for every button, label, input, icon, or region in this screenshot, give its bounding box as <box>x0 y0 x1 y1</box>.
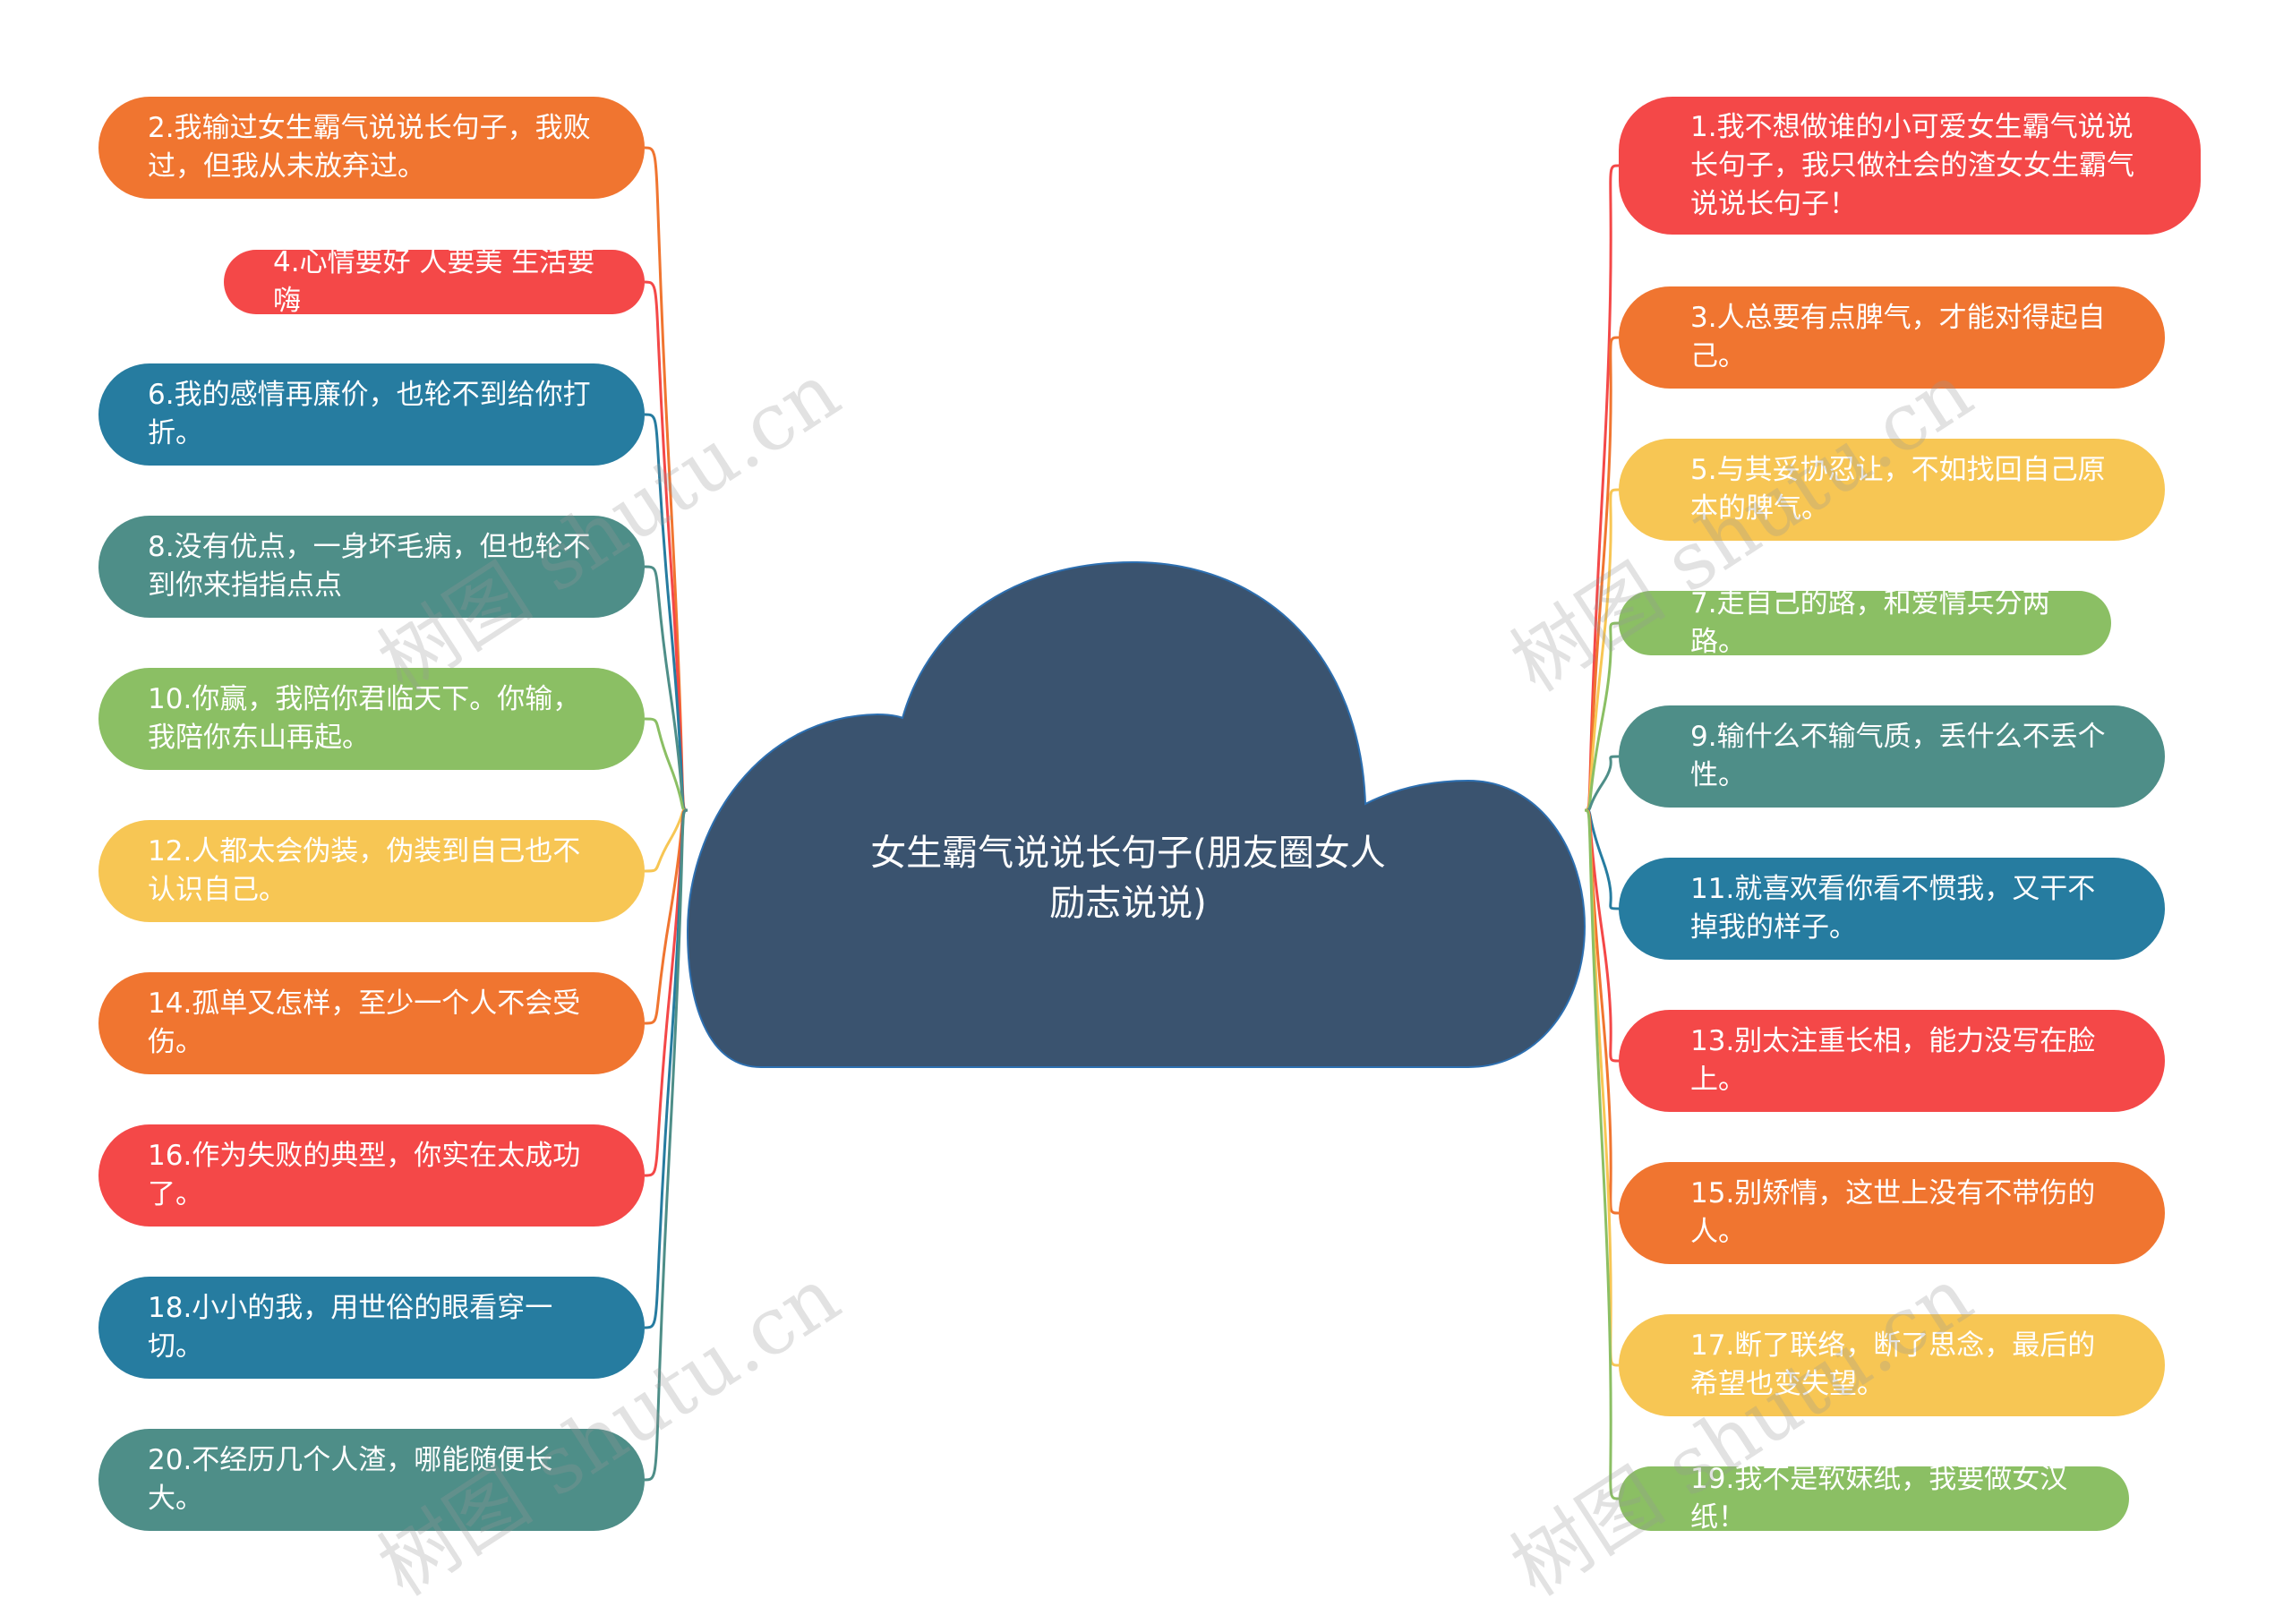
right-node-7[interactable]: 13.别太注重长相，能力没写在脸上。 <box>1619 1010 2165 1112</box>
right-node-6[interactable]: 11.就喜欢看你看不惯我，又干不掉我的样子。 <box>1619 858 2165 960</box>
node-text: 5.与其妥协忍让，不如找回自己原本的脾气。 <box>1690 454 2106 525</box>
node-text: 15.别矫情，这世上没有不带伤的人。 <box>1690 1177 2096 1248</box>
left-node-2[interactable]: 4.心情要好 人要美 生活要嗨 <box>224 246 645 317</box>
right-node-1[interactable]: 1.我不想做谁的小可爱女生霸气说说长句子，我只做社会的渣女女生霸气说说长句子！ <box>1619 97 2201 235</box>
node-text: 10.你赢，我陪你君临天下。你输，我陪你东山再起。 <box>148 683 581 754</box>
node-text: 2.我输过女生霸气说说长句子，我败过，但我从未放弃过。 <box>148 112 591 183</box>
left-connector-10 <box>644 808 688 1482</box>
node-text: 12.人都太会伪装，伪装到自己也不认识自己。 <box>148 835 581 906</box>
node-text: 16.作为失败的典型，你实在太成功了。 <box>148 1140 581 1210</box>
node-text: 6.我的感情再廉价，也轮不到给你打折。 <box>148 379 591 449</box>
left-node-6[interactable]: 12.人都太会伪装，伪装到自己也不认识自己。 <box>98 820 645 922</box>
node-text: 13.别太注重长相，能力没写在脸上。 <box>1690 1025 2096 1096</box>
node-text: 7.走自己的路，和爱情兵分两路。 <box>1690 587 2050 658</box>
right-node-10[interactable]: 19.我不是软妹纸，我要做女汉纸！ <box>1619 1463 2129 1534</box>
right-node-9[interactable]: 17.断了联络，断了思念，最后的希望也变失望。 <box>1619 1314 2165 1416</box>
left-node-3[interactable]: 6.我的感情再廉价，也轮不到给你打折。 <box>98 363 645 466</box>
left-node-5[interactable]: 10.你赢，我陪你君临天下。你输，我陪你东山再起。 <box>98 668 645 770</box>
node-text: 8.没有优点，一身坏毛病，但也轮不到你来指指点点 <box>148 531 591 602</box>
left-connector-5 <box>644 717 688 812</box>
node-text: 14.孤单又怎样，至少一个人不会受伤。 <box>148 987 581 1058</box>
right-node-8[interactable]: 15.别矫情，这世上没有不带伤的人。 <box>1619 1162 2165 1264</box>
left-node-8[interactable]: 16.作为失败的典型，你实在太成功了。 <box>98 1124 645 1227</box>
left-node-4[interactable]: 8.没有优点，一身坏毛病，但也轮不到你来指指点点 <box>98 516 645 618</box>
node-text: 1.我不想做谁的小可爱女生霸气说说长句子，我只做社会的渣女女生霸气说说长句子！ <box>1690 110 2134 220</box>
node-text: 20.不经历几个人渣，哪能随便长大。 <box>148 1444 553 1515</box>
right-node-4[interactable]: 7.走自己的路，和爱情兵分两路。 <box>1619 587 2111 658</box>
node-text: 17.断了联络，断了思念，最后的希望也变失望。 <box>1690 1329 2096 1400</box>
node-text: 11.就喜欢看你看不惯我，又干不掉我的样子。 <box>1690 873 2096 944</box>
right-node-5[interactable]: 9.输什么不输气质，丢什么不丢个性。 <box>1619 705 2165 808</box>
left-node-9[interactable]: 18.小小的我，用世俗的眼看穿一切。 <box>98 1277 645 1379</box>
cloud-shape <box>686 560 1586 1068</box>
node-text: 18.小小的我，用世俗的眼看穿一切。 <box>148 1292 553 1363</box>
right-connector-5 <box>1584 755 1620 812</box>
right-node-2[interactable]: 3.人总要有点脾气，才能对得起自己。 <box>1619 286 2165 389</box>
node-text: 3.人总要有点脾气，才能对得起自己。 <box>1690 302 2106 372</box>
node-text: 19.我不是软妹纸，我要做女汉纸！ <box>1690 1463 2068 1534</box>
left-node-7[interactable]: 14.孤单又怎样，至少一个人不会受伤。 <box>98 972 645 1074</box>
center-title[interactable]: 女生霸气说说长句子(朋友圈女人励志说说) <box>870 833 1386 924</box>
left-node-10[interactable]: 20.不经历几个人渣，哪能随便长大。 <box>98 1429 645 1531</box>
right-node-3[interactable]: 5.与其妥协忍让，不如找回自己原本的脾气。 <box>1619 439 2165 541</box>
right-connector-10 <box>1584 808 1620 1500</box>
node-text: 9.输什么不输气质，丢什么不丢个性。 <box>1690 721 2106 791</box>
node-text: 4.心情要好 人要美 生活要嗨 <box>273 246 595 317</box>
left-node-1[interactable]: 2.我输过女生霸气说说长句子，我败过，但我从未放弃过。 <box>98 97 645 199</box>
